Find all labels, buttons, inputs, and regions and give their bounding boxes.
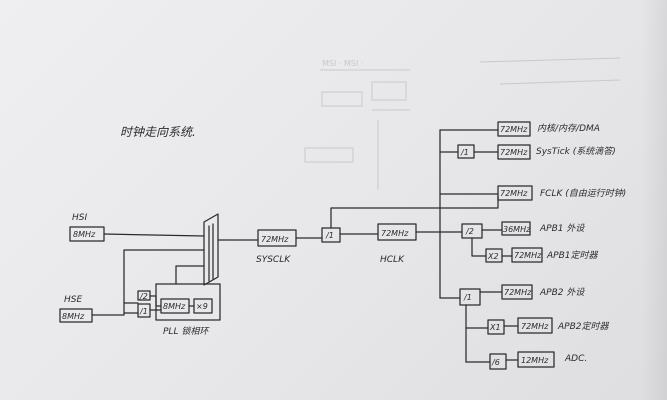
apb1-timer-freq: 72MHz xyxy=(514,251,542,260)
core-label: 内核/内存/DMA xyxy=(537,123,600,134)
apb2-timer-mult: X1 xyxy=(489,323,501,332)
adc-div: /6 xyxy=(491,358,500,367)
systick-label: SysTick (系统滴答) xyxy=(536,146,616,157)
fclk-freq-box xyxy=(497,185,533,201)
systick-freq-box xyxy=(497,144,531,160)
apb1-timer-freq-box xyxy=(511,247,543,263)
apb2-freq-box xyxy=(501,284,533,300)
hse-source: HSE 8MHz xyxy=(59,295,93,323)
apb2-label: APB2 外设 xyxy=(539,287,585,298)
sysclk-freq: 72MHz xyxy=(261,235,289,244)
svg-text:MSI · MSI ·: MSI · MSI · xyxy=(322,59,363,68)
pll-mult-box xyxy=(193,298,213,314)
pll-block: /2 /1 8MHz ×9 PLL 锁相环 xyxy=(137,265,221,337)
ahb-div: /1 xyxy=(325,231,334,240)
apb2-div-box xyxy=(459,288,481,306)
pll-source-mux xyxy=(203,213,219,286)
source-wires xyxy=(91,233,205,316)
apb2-timer-freq-box xyxy=(517,317,553,334)
branch-adc: /6 12MHz ADC. xyxy=(465,351,587,370)
apb2-timer-freq: 72MHz xyxy=(521,322,549,331)
branch-fclk: 72MHz FCLK (自由运行时钟) xyxy=(439,185,626,201)
branch-apb1: /2 36MHz APB1 外设 X2 72MHz APB1定时器 xyxy=(439,221,598,263)
pll-mult: ×9 xyxy=(196,302,208,311)
hclk-label: HCLK xyxy=(380,255,405,265)
fclk-freq: 72MHz xyxy=(500,189,528,198)
hsi-freq: 8MHz xyxy=(73,230,96,239)
core-freq: 72MHz xyxy=(500,125,528,134)
diagram-title: 时钟走向系统. xyxy=(120,125,196,139)
hse-label: HSE xyxy=(64,295,82,305)
adc-freq-box xyxy=(517,351,555,368)
apb1-timer-label: APB1定时器 xyxy=(546,250,598,261)
ahb-path: /1 72MHz HCLK xyxy=(295,195,499,265)
sysclk-node: 72MHz SYSCLK xyxy=(256,229,297,265)
systick-freq: 72MHz xyxy=(500,148,528,157)
apb1-label: APB1 外设 xyxy=(539,223,585,234)
core-freq-box xyxy=(497,121,531,137)
hsi-source: HSI 8MHz xyxy=(69,213,105,242)
pll-prediv-bottom: /1 xyxy=(139,307,148,316)
apb1-freq: 36MHz xyxy=(503,225,531,234)
apb2-timer-label: APB2定时器 xyxy=(557,321,609,332)
apb2-timer-mult-box xyxy=(487,319,505,335)
adc-label: ADC. xyxy=(564,354,587,364)
sysclk-label: SYSCLK xyxy=(256,255,291,265)
hclk-freq: 72MHz xyxy=(381,229,409,238)
apb2-freq: 72MHz xyxy=(504,288,532,297)
apb1-freq-box xyxy=(501,221,531,236)
apb1-timer-mult: X2 xyxy=(487,252,499,261)
branch-core: 72MHz 内核/内存/DMA xyxy=(439,121,600,137)
pll-prediv-top: /2 xyxy=(139,292,148,301)
pll-label: PLL 锁相环 xyxy=(163,326,210,337)
adc-div-box xyxy=(489,353,507,370)
branch-apb2: /1 72MHz APB2 外设 X1 72MHz APB2定时器 xyxy=(439,284,609,363)
pll-enclosure xyxy=(155,283,221,321)
hsi-label: HSI xyxy=(72,213,87,223)
fclk-label: FCLK (自由运行时钟) xyxy=(540,188,626,199)
bleed-through-marks: MSI · MSI · xyxy=(304,57,621,190)
hse-freq: 8MHz xyxy=(62,312,85,321)
pll-input: 8MHz xyxy=(163,302,186,311)
adc-freq: 12MHz xyxy=(521,356,549,365)
apb1-div: /2 xyxy=(465,227,474,236)
systick-div: /1 xyxy=(460,148,469,157)
branch-systick: /1 72MHz SysTick (系统滴答) xyxy=(439,144,616,160)
apb2-div: /1 xyxy=(463,293,472,302)
